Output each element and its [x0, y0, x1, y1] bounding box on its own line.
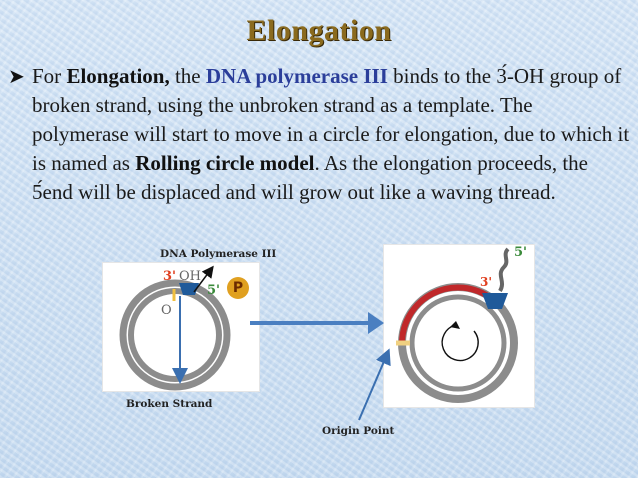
bullet-the: the [170, 64, 206, 88]
label-broken-strand: Broken Strand [126, 398, 212, 410]
rotation-arrow [442, 325, 478, 361]
slide-title: Elongation [0, 14, 638, 48]
inner-strand-ring [131, 291, 219, 379]
rolling-circle-svg [384, 245, 534, 407]
label-origin-point: Origin Point [322, 425, 394, 437]
left-five-prime: 5' [207, 283, 220, 298]
label-dna-polymerase: DNA Polymerase III [160, 248, 276, 260]
right-five-prime: 5' [514, 245, 527, 260]
bullet-text: For Elongation, the DNA polymerase III b… [32, 62, 630, 207]
title-text: Elongation [246, 14, 391, 47]
phosphate-label: P [233, 280, 243, 296]
bullet-paragraph: ➤ For Elongation, the DNA polymerase III… [8, 62, 630, 207]
phosphate-badge: P [227, 277, 249, 299]
inner-ring [412, 297, 504, 389]
term-rolling-circle: Rolling circle model [135, 151, 314, 175]
left-oh: OH [179, 269, 201, 284]
process-arrow-head [368, 312, 384, 334]
displaced-strand-thread [500, 249, 508, 291]
term-dna-polymerase: DNA polymerase III [206, 64, 388, 88]
diagram-elongation: 3' 5' [383, 244, 535, 408]
right-three-prime: 3' [480, 275, 492, 289]
diagram-initial: 3' OH 5' P O [102, 262, 260, 392]
term-elongation: Elongation, [66, 64, 169, 88]
bullet-arrow-icon: ➤ [8, 63, 25, 92]
left-origin-mark: O [161, 303, 172, 318]
rotation-arrowhead [450, 321, 460, 329]
left-three-prime: 3' [163, 269, 176, 284]
bullet-intro: For [32, 64, 66, 88]
